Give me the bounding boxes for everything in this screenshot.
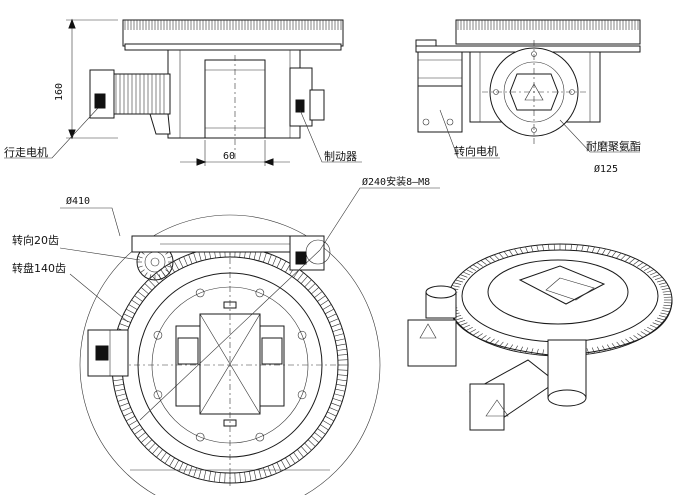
turntable-gear-label: 转盘140齿 — [12, 261, 66, 275]
brake-label: 制动器 — [324, 150, 357, 163]
top-view: Ø410 Ø240安装8—M8 转向20齿 转盘140齿 — [12, 175, 440, 495]
isometric-view — [407, 243, 673, 431]
pu-dia-text: Ø125 — [594, 163, 618, 175]
steer-gear-label: 转向20齿 — [12, 233, 59, 247]
drive-motor-leader — [4, 107, 99, 159]
pu-leader — [559, 119, 640, 153]
bolt-circle-leader — [319, 187, 440, 251]
iso-steer-gear — [425, 285, 457, 299]
pu-label: 耐磨聚氨酯 — [586, 140, 641, 153]
turntable-gear-leader — [69, 273, 129, 323]
width-dim-text: 60 — [223, 151, 235, 162]
steer-motor-leader — [439, 109, 500, 159]
brake-body — [289, 67, 313, 127]
steer-motor-upper — [417, 51, 463, 87]
drive-motor-body — [111, 73, 171, 115]
steer-gear-leader — [59, 247, 141, 261]
brake-leader — [299, 109, 362, 163]
steer-motor-label: 转向电机 — [454, 144, 498, 158]
side-view: 160 60 行走电机 制动器 — [4, 18, 362, 166]
side-gear-teeth — [124, 20, 342, 30]
bolt-circle-text: Ø240安装8—M8 — [362, 175, 430, 188]
side-plate — [124, 43, 342, 51]
end-view: 转向电机 耐磨聚氨酯 Ø125 — [415, 19, 641, 175]
steer-motor-lower — [417, 85, 463, 133]
outer-dia-text: Ø410 — [66, 195, 90, 207]
drive-motor-connector — [89, 69, 115, 119]
outer-dia-leader — [60, 207, 121, 237]
outer-circle — [79, 214, 381, 495]
height-dim-text: 160 — [54, 83, 65, 101]
iso-steer-motor — [407, 319, 457, 367]
iso-warning-icon — [485, 399, 509, 417]
drive-motor-label: 行走电机 — [4, 145, 48, 159]
iso-wheel — [547, 339, 587, 399]
